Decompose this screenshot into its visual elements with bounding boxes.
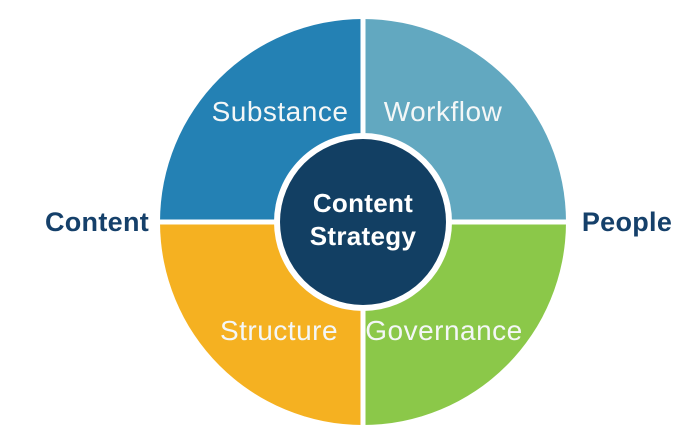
quadrant-label-workflow: Workflow xyxy=(384,96,503,127)
quadrant-label-governance: Governance xyxy=(365,315,523,346)
hub-circle xyxy=(280,139,446,305)
side-label-people: People xyxy=(582,207,672,237)
side-label-content: Content xyxy=(45,207,149,237)
quadrant-label-substance: Substance xyxy=(212,96,349,127)
hub-title-line1: Content xyxy=(313,188,413,218)
quadrant-label-structure: Structure xyxy=(220,315,338,346)
hub-title-line2: Strategy xyxy=(310,221,417,251)
